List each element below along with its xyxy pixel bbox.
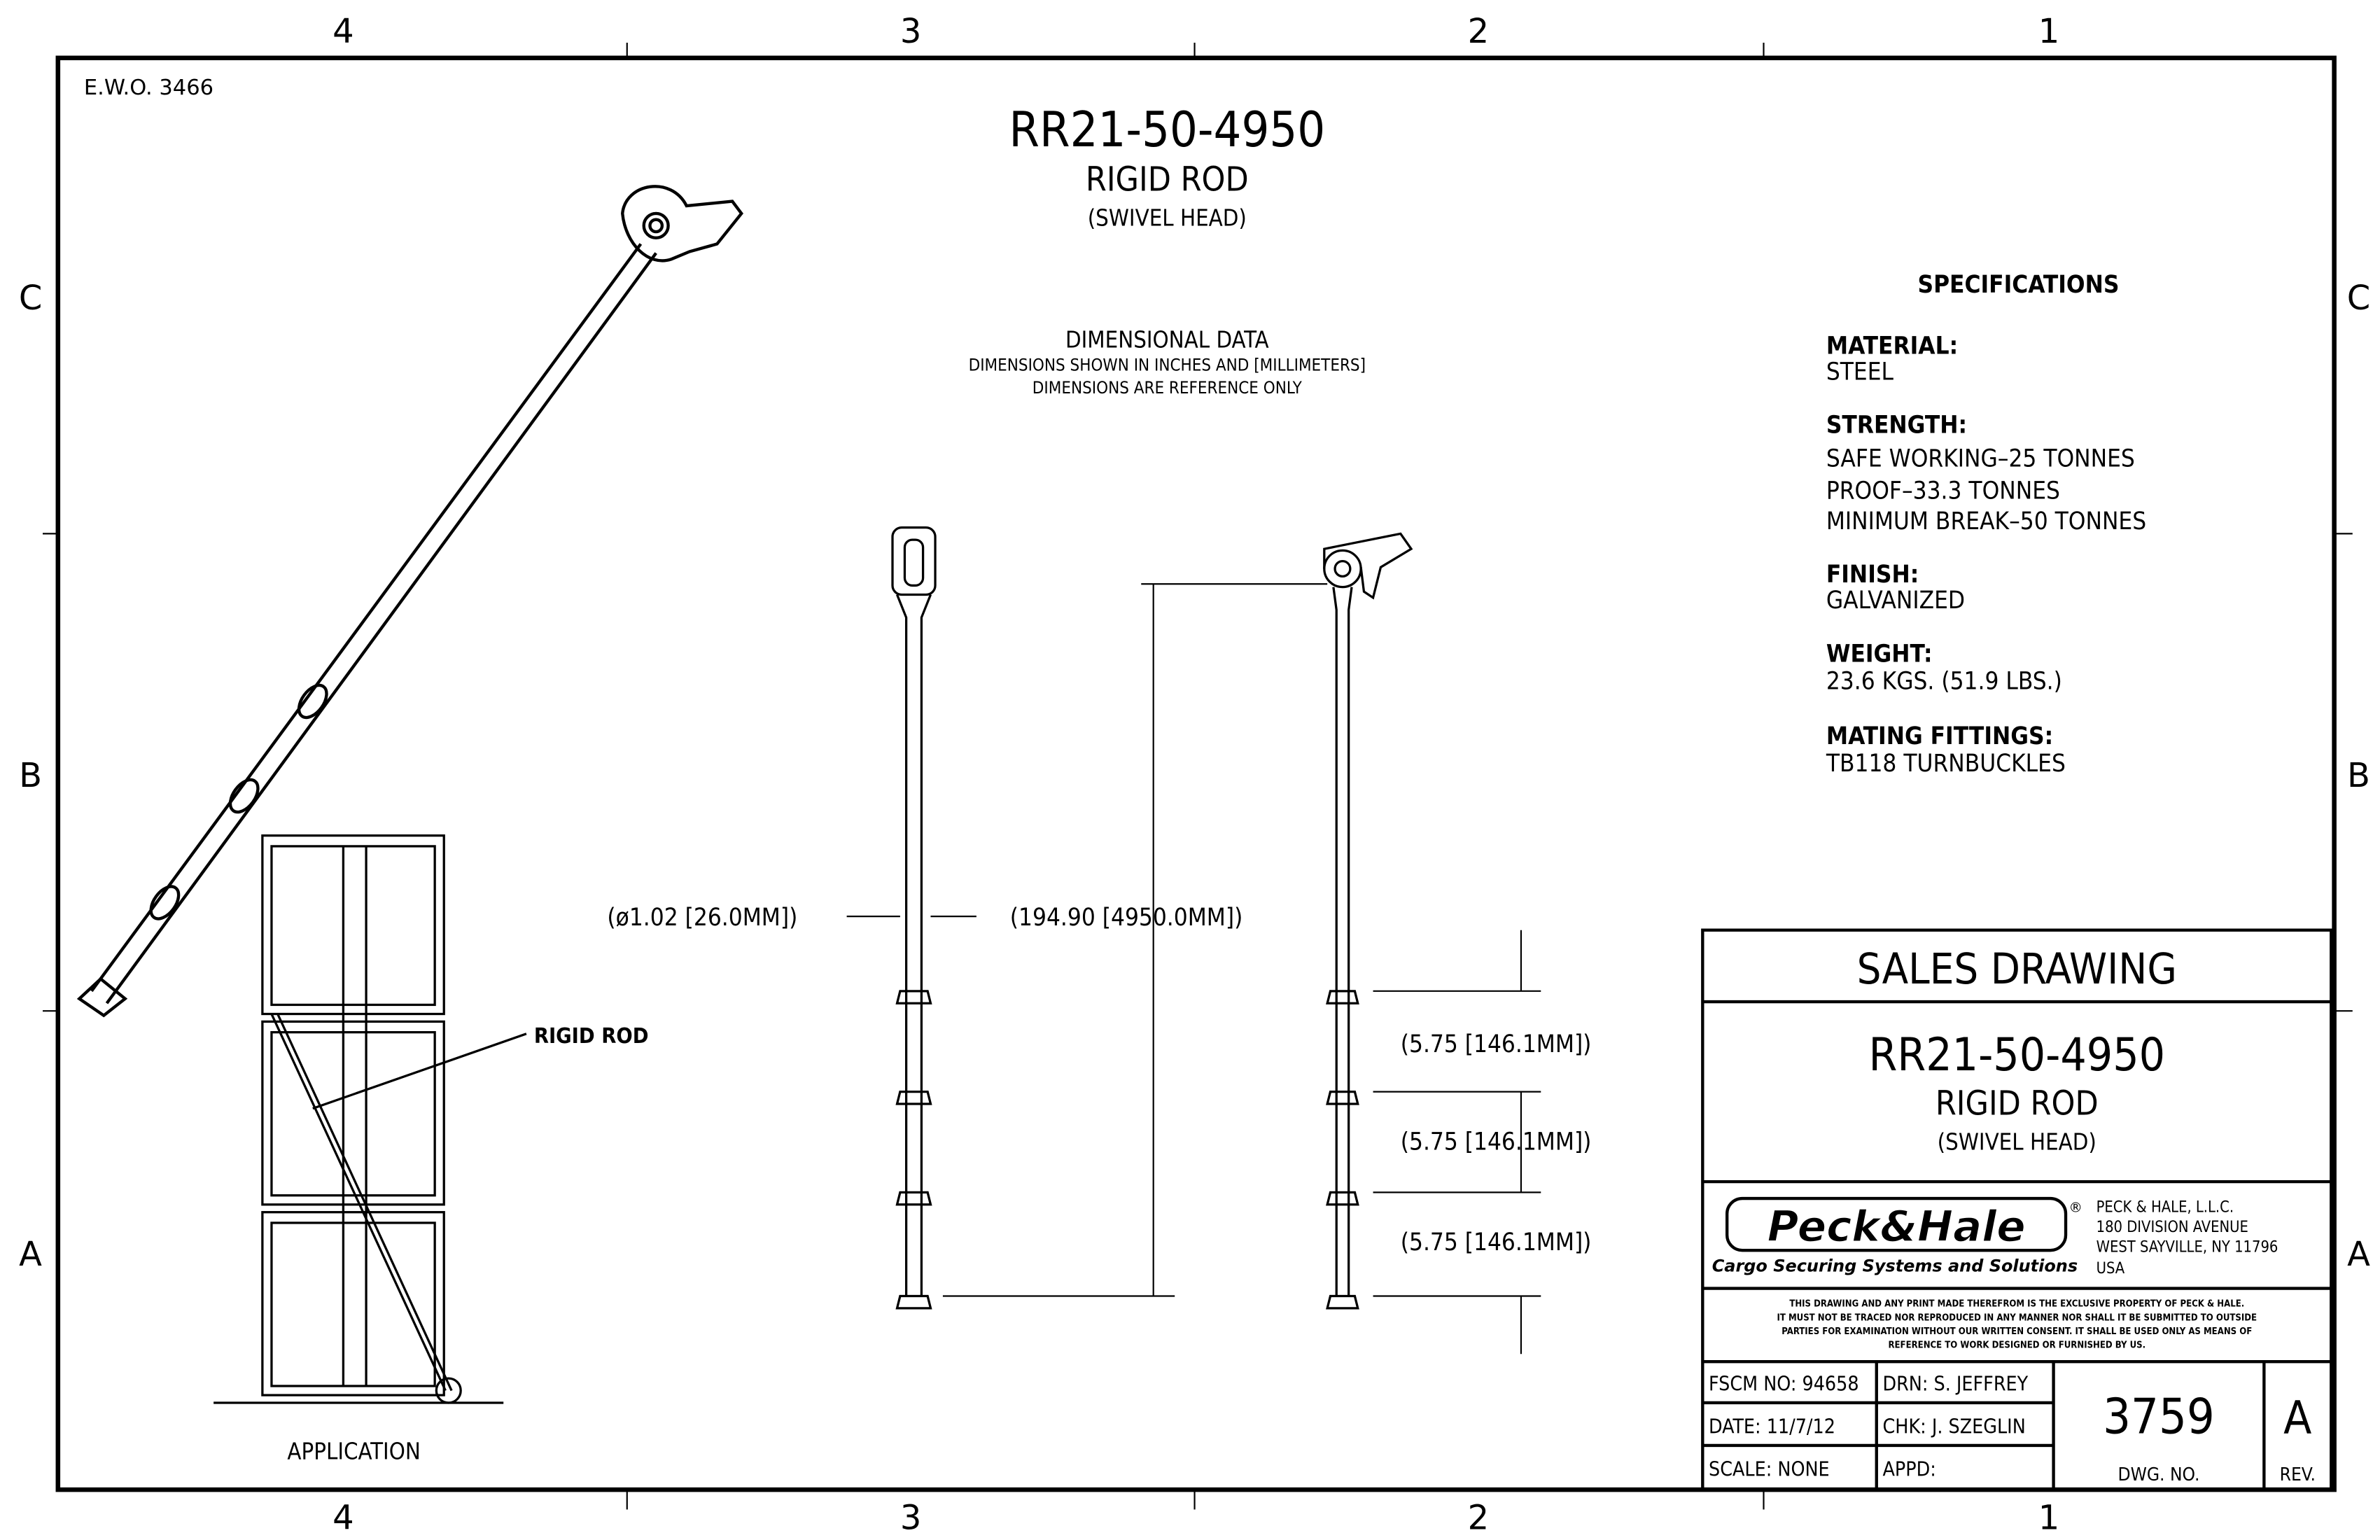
- spacing-dimension-1: (5.75 [146.1MM]): [1401, 1030, 1592, 1058]
- address-line-2: 180 DIVISION AVENUE: [2096, 1219, 2248, 1236]
- rod-side-view: [1323, 532, 1413, 1310]
- title-block-variant: (SWIVEL HEAD): [1938, 1128, 2096, 1155]
- address-line-1: PECK & HALE, L.L.C.: [2096, 1199, 2234, 1217]
- page-title: RR21-50-4950: [1009, 102, 1325, 158]
- zone-col-1: 1: [2038, 13, 2060, 51]
- spec-finish-heading: FINISH:: [1826, 561, 1919, 589]
- notice-line-4: REFERENCE TO WORK DESIGNED OR FURNISHED …: [1888, 1340, 2146, 1351]
- spec-strength-heading: STRENGTH:: [1826, 412, 1967, 440]
- page-variant: (SWIVEL HEAD): [1088, 204, 1247, 231]
- drawing-date: DATE: 11/7/12: [1709, 1415, 1835, 1438]
- application-label: APPLICATION: [287, 1438, 420, 1465]
- checked-by: CHK: J. SZEGLIN: [1882, 1415, 2025, 1438]
- zone-row-a-right: A: [2347, 1236, 2370, 1274]
- logo-wordmark: Peck&Hale: [1768, 1202, 2026, 1252]
- spec-strength-break: MINIMUM BREAK–50 TONNES: [1826, 507, 2146, 536]
- length-dimension: (194.90 [4950.0MM]): [1010, 904, 1243, 932]
- dimension-lines: [846, 583, 1541, 1354]
- drawing-type: SALES DRAWING: [1857, 944, 2177, 994]
- diameter-dimension: (ø1.02 [26.0MM]): [607, 904, 797, 932]
- address-line-3: WEST SAYVILLE, NY 11796: [2096, 1238, 2278, 1256]
- specifications-title: SPECIFICATIONS: [1917, 271, 2119, 299]
- application-container-stack: [214, 834, 527, 1404]
- registered-mark: ®: [2068, 1200, 2082, 1216]
- spec-material-heading: MATERIAL:: [1826, 332, 1958, 360]
- sheet-border: [55, 55, 2337, 1492]
- zone-ticks: [43, 42, 2353, 1510]
- revision-label: REV.: [2280, 1464, 2316, 1485]
- dimensional-note-2: DIMENSIONS ARE REFERENCE ONLY: [1032, 378, 1303, 398]
- spec-weight-heading: WEIGHT:: [1826, 640, 1933, 668]
- spec-mating-value: TB118 TURNBUCKLES: [1826, 750, 2066, 778]
- zone-row-c: C: [19, 279, 42, 318]
- zone-col-2: 2: [1468, 13, 1490, 51]
- zone-col-1-bottom: 1: [2038, 1499, 2060, 1538]
- zone-row-b-right: B: [2347, 757, 2370, 795]
- rod-front-view: [891, 526, 937, 1310]
- spec-strength-proof: PROOF–33.3 TONNES: [1826, 477, 2060, 505]
- zone-labels: 4 3 2 1 4 3 2 1 C B A C B A: [19, 13, 2370, 1538]
- zone-col-4: 4: [332, 13, 354, 51]
- spec-mating-heading: MATING FITTINGS:: [1826, 722, 2053, 750]
- spacing-dimension-2: (5.75 [146.1MM]): [1401, 1128, 1592, 1156]
- spec-strength-swl: SAFE WORKING–25 TONNES: [1826, 445, 2135, 473]
- zone-row-b: B: [19, 757, 42, 795]
- drawing-scale: SCALE: NONE: [1709, 1458, 1830, 1481]
- zone-row-c-right: C: [2347, 279, 2370, 318]
- zone-col-2-bottom: 2: [1468, 1499, 1490, 1538]
- rod-isometric-view: [76, 185, 743, 1018]
- title-block-part-number: RR21-50-4950: [1869, 1028, 2165, 1082]
- page-subtitle: RIGID ROD: [1086, 160, 1249, 199]
- logo-tagline: Cargo Securing Systems and Solutions: [1712, 1256, 2078, 1276]
- notice-line-1: THIS DRAWING AND ANY PRINT MADE THEREFRO…: [1789, 1299, 2244, 1310]
- dimensional-title: DIMENSIONAL DATA: [1065, 327, 1269, 354]
- drawing-number: 3759: [2103, 1389, 2215, 1446]
- approved-by: APPD:: [1882, 1458, 1935, 1481]
- notice-line-3: PARTIES FOR EXAMINATION WITHOUT OUR WRIT…: [1782, 1326, 2252, 1337]
- title-block-grid: [1701, 928, 2333, 1492]
- spacing-dimension-3: (5.75 [146.1MM]): [1401, 1228, 1592, 1256]
- specifications-panel: SPECIFICATIONS MATERIAL: STEEL STRENGTH:…: [1826, 271, 2146, 778]
- spec-weight-value: 23.6 KGS. (51.9 LBS.): [1826, 668, 2062, 696]
- application-callout: RIGID ROD: [534, 1024, 649, 1049]
- zone-col-3: 3: [900, 13, 922, 51]
- zone-col-3-bottom: 3: [900, 1499, 922, 1538]
- spec-finish-value: GALVANIZED: [1826, 587, 1965, 615]
- title-block-name: RIGID ROD: [1935, 1084, 2099, 1123]
- drawn-by: DRN: S. JEFFREY: [1882, 1373, 2028, 1396]
- spec-material-value: STEEL: [1826, 358, 1894, 386]
- zone-row-a: A: [19, 1236, 42, 1274]
- fscm-number: FSCM NO: 94658: [1709, 1373, 1859, 1396]
- peck-hale-logo: Peck&Hale ® Cargo Securing Systems and S…: [1712, 1196, 2082, 1276]
- drawing-number-label: DWG. NO.: [2118, 1464, 2199, 1485]
- zone-col-4-bottom: 4: [332, 1499, 354, 1538]
- notice-line-2: IT MUST NOT BE TRACED NOR REPRODUCED IN …: [1777, 1312, 2257, 1323]
- ewo-number: E.W.O. 3466: [84, 76, 214, 100]
- dimensional-note-1: DIMENSIONS SHOWN IN INCHES AND [MILLIMET…: [969, 355, 1366, 374]
- revision: A: [2283, 1392, 2311, 1445]
- address-line-4: USA: [2096, 1260, 2125, 1278]
